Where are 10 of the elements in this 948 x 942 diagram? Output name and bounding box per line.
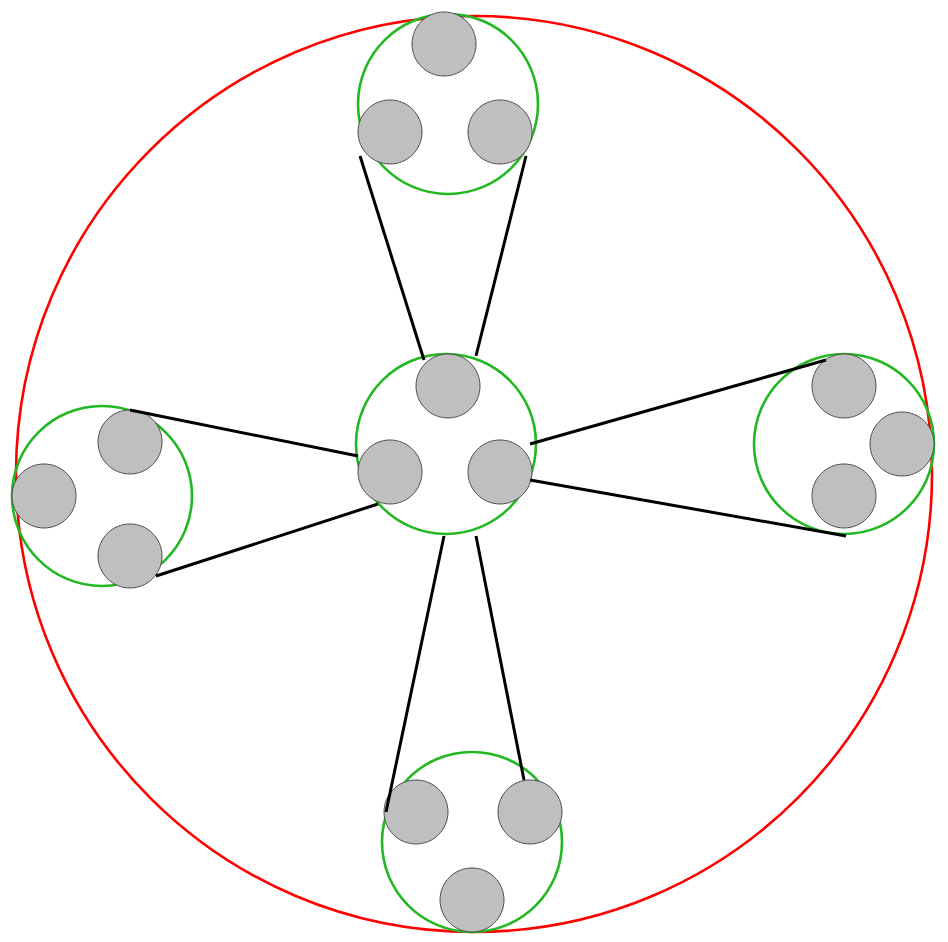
belt-line [358, 155, 426, 361]
belt-line [474, 155, 528, 357]
belt-line [155, 502, 379, 578]
wheel [752, 352, 936, 536]
outer-ring [14, 14, 934, 934]
belt-line [129, 408, 359, 458]
belt-line [474, 535, 526, 781]
belt-line [529, 478, 847, 538]
belt-line [384, 535, 446, 813]
belt-line [529, 358, 827, 446]
